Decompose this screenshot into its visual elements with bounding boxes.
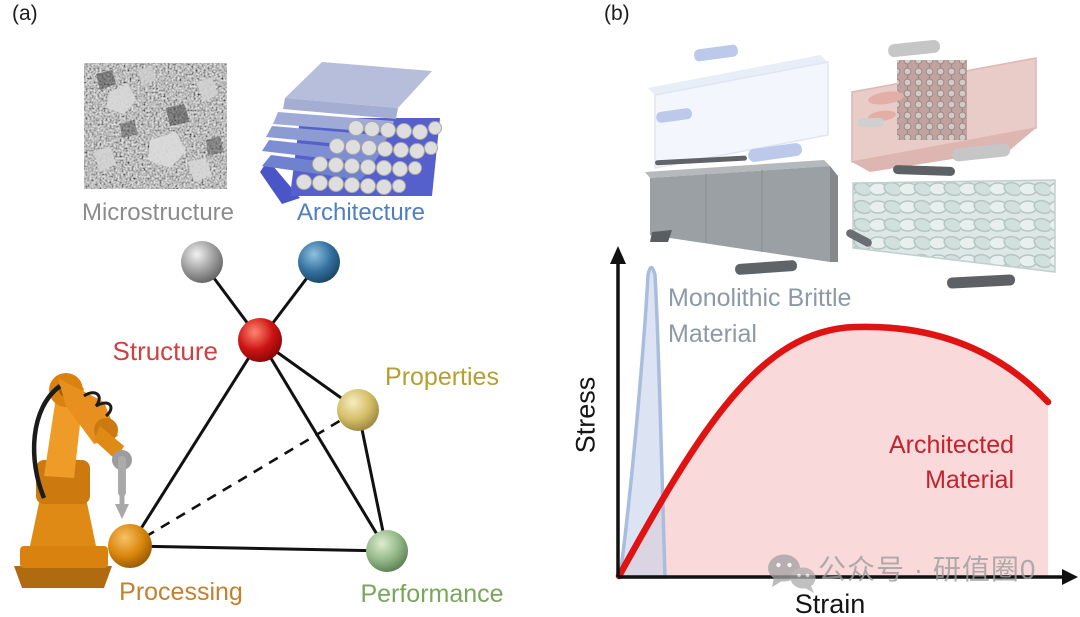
- panel-b-graphics: [610, 39, 1078, 585]
- performance-label: Performance: [360, 580, 504, 608]
- 3d-printed-layered-beam: [846, 165, 1056, 289]
- processing-label: Processing: [119, 578, 243, 606]
- monolithic-annotation-line1: Monolithic Brittle: [668, 284, 852, 312]
- y-axis-label: Stress: [570, 376, 601, 454]
- structure-sphere: [238, 318, 282, 362]
- architected-curve-line: [615, 323, 1052, 580]
- architecture-sphere: [298, 241, 340, 283]
- architecture-label: Architecture: [296, 199, 426, 226]
- architected-annotation-line1: Architected: [888, 431, 1014, 459]
- tetrahedron-links: [128, 261, 389, 553]
- panel-a-label: (a): [12, 2, 38, 25]
- pink-beam-with-embedded-rod-lattice: [851, 39, 1037, 172]
- microstructure-sphere: [181, 241, 223, 283]
- structure-label: Structure: [112, 336, 219, 366]
- x-axis-label: Strain: [794, 589, 866, 617]
- architected-annotation-line2: Material: [925, 466, 1014, 494]
- chart-axes: [616, 260, 1066, 579]
- sem-microstructure-image: [84, 63, 227, 189]
- properties-label: Properties: [385, 363, 499, 391]
- monolithic-annotation-line2: Material: [668, 320, 757, 348]
- embedded-rod-lattice: [897, 60, 967, 140]
- x-axis-arrowhead: [1062, 569, 1078, 585]
- performance-sphere: [366, 530, 408, 572]
- robot-arm-illustration: [14, 373, 132, 588]
- panel-a-graphics: [14, 62, 442, 588]
- gray-concrete-beam: [645, 155, 838, 275]
- translucent-monolithic-beam: [648, 44, 829, 169]
- bouligand-architecture-render: [260, 62, 442, 204]
- architected-curve-fill: [619, 326, 1048, 577]
- wechat-icon: [768, 554, 816, 593]
- monolithic-curve: [618, 265, 667, 579]
- panel-b-label: (b): [604, 2, 630, 25]
- stress-strain-chart: [610, 246, 1078, 585]
- properties-sphere: [337, 389, 379, 431]
- processing-sphere: [108, 524, 152, 568]
- processing-properties-dashed-link: [129, 408, 359, 548]
- watermark-text: 公众号 · 研值圈0: [818, 554, 1037, 585]
- y-axis-arrowhead: [610, 246, 626, 264]
- microstructure-label: Microstructure: [81, 199, 235, 226]
